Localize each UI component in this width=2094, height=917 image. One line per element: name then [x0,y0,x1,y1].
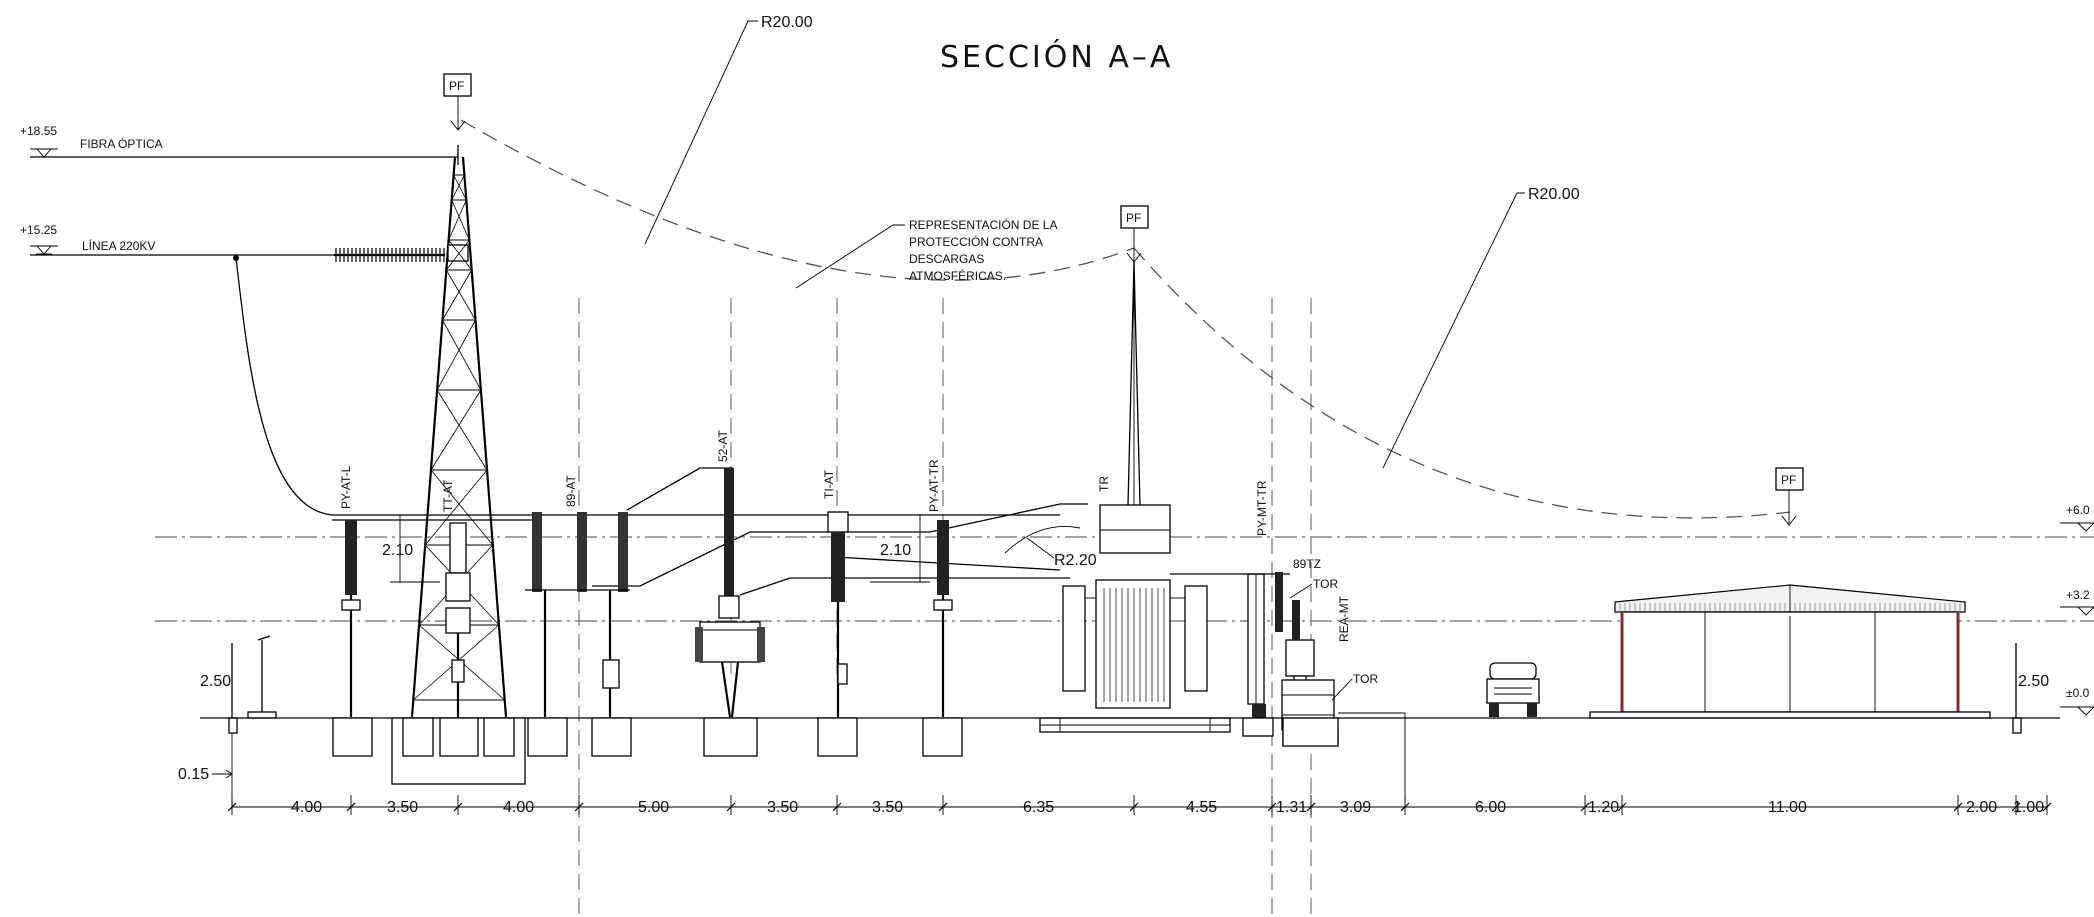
dim-spacing: 4.00 [503,799,534,816]
svg-text:2.50: 2.50 [200,673,231,690]
label-tor-2: TOR [1353,672,1378,686]
label-tr: TR [1097,476,1111,492]
elevation-fibra: +18.55 FIBRA ÓPTICA [20,124,458,158]
svg-text:+15.25: +15.25 [20,223,57,237]
dim-spacing: 3.50 [872,799,903,816]
dim-spacing: 1.31 [1276,799,1307,816]
label-ti-at: TI-AT [822,469,836,499]
breaker-52-at [695,468,765,718]
svg-text:LÍNEA 220KV: LÍNEA 220KV [82,238,155,253]
svg-text:ATMOSFÉRICAS.: ATMOSFÉRICAS. [909,268,1006,283]
height-dim-right: 2.50 [2018,673,2049,690]
elevations-right: +6.0 +3.2 ±0.0 [2060,503,2094,716]
dim-spacing: 4.55 [1186,799,1217,816]
note-leader [795,224,905,289]
pf-tag-1: PF [443,73,472,131]
svg-text:2.50: 2.50 [2018,673,2049,690]
voltage-transformer-tt-at [445,522,471,717]
svg-text:+18.55: +18.55 [20,124,57,138]
svg-text:2.10: 2.10 [880,542,911,559]
svg-text:0.15: 0.15 [178,766,209,783]
elevation-linea: +15.25 LÍNEA 220KV [20,223,334,256]
dim-spacing: 3.50 [767,799,798,816]
disconnector-89-at [525,512,630,717]
incoming-line-drop [235,257,333,516]
depth-dim: 0.15 [178,733,233,810]
dim-spacing: 4.00 [291,799,322,816]
dim-spacing: 3.50 [387,799,418,816]
label-tt-at: TT-AT [441,479,455,512]
surge-arrester-py-at-tr [933,520,953,717]
label-py-at-tr: PY-AT-TR [927,459,941,512]
control-building [1589,584,1991,719]
vehicle [1486,662,1540,717]
pf-tag-2: PF [1120,205,1149,263]
dim-spacing: 6.00 [1475,799,1506,816]
tor-1-leader [1289,583,1313,599]
dim-spacing: 5.00 [638,799,669,816]
label-tor-1: TOR [1313,577,1338,591]
svg-text:PROTECCIÓN CONTRA: PROTECCIÓN CONTRA [909,234,1043,249]
current-transformer-ti-at [827,511,849,717]
clearance-dim-1: 2.10 [382,515,440,583]
height-dim-left: 2.50 [200,643,233,718]
r220-leader [1026,537,1055,559]
r20-leader-1 [644,20,758,245]
svg-text:±0.0: ±0.0 [2066,686,2090,700]
label-89tz: 89TZ [1293,557,1321,571]
svg-text:PF: PF [449,79,464,93]
tor-2-leader [1331,678,1353,701]
svg-text:REPRESENTACIÓN DE LA: REPRESENTACIÓN DE LA [909,217,1057,232]
svg-text:DESCARGAS: DESCARGAS [909,252,984,266]
insulator-string [334,248,445,262]
label-py-at-l: PY-AT-L [339,465,353,509]
protection-arc-1 [460,119,1135,281]
dim-spacing: 6.35 [1023,799,1054,816]
clearance-dim-2: 2.10 [870,515,930,583]
label-52-at: 52-AT [716,430,730,462]
r220-arc [1004,525,1081,554]
line-clamp [233,255,239,261]
dimension-chain [227,795,2052,815]
foundations [332,712,1406,800]
dim-spacing: 11.00 [1768,799,1807,816]
drawing-title: SECCIÓN A–A [940,38,1173,75]
dim-spacing: 1.20 [1588,799,1619,816]
pf-tag-3: PF [1775,467,1804,526]
radius-label-1: R20.00 [761,14,813,31]
dim-spacing: 1.00 [2013,799,2044,816]
dimension-values: 4.00 3.50 4.00 5.00 3.50 3.50 6.35 4.55 … [291,799,2044,816]
svg-text:PF: PF [1781,473,1796,487]
protection-arc-2 [1133,247,1791,519]
dim-spacing: 2.00 [1966,799,1997,816]
label-py-mt-tr: PY-MT-TR [1255,480,1269,536]
svg-text:2.10: 2.10 [382,542,413,559]
protection-note: REPRESENTACIÓN DE LA PROTECCIÓN CONTRA D… [909,217,1057,283]
svg-text:+6.0: +6.0 [2066,503,2090,517]
dim-spacing: 3.09 [1340,799,1371,816]
svg-text:+3.2: +3.2 [2066,588,2090,602]
surge-arrester-py-at-l [341,520,361,717]
radius-label-2: R20.00 [1528,186,1580,203]
svg-text:FIBRA ÓPTICA: FIBRA ÓPTICA [80,136,163,151]
power-transformer-tr [1039,261,1231,733]
label-89-at: 89-AT [564,475,578,507]
radius-label-3: R2.20 [1054,552,1097,569]
label-rea-mt: REA-MT [1337,595,1351,642]
svg-text:PF: PF [1126,211,1141,225]
r20-leader-2 [1382,192,1525,469]
lattice-tower [410,145,508,718]
